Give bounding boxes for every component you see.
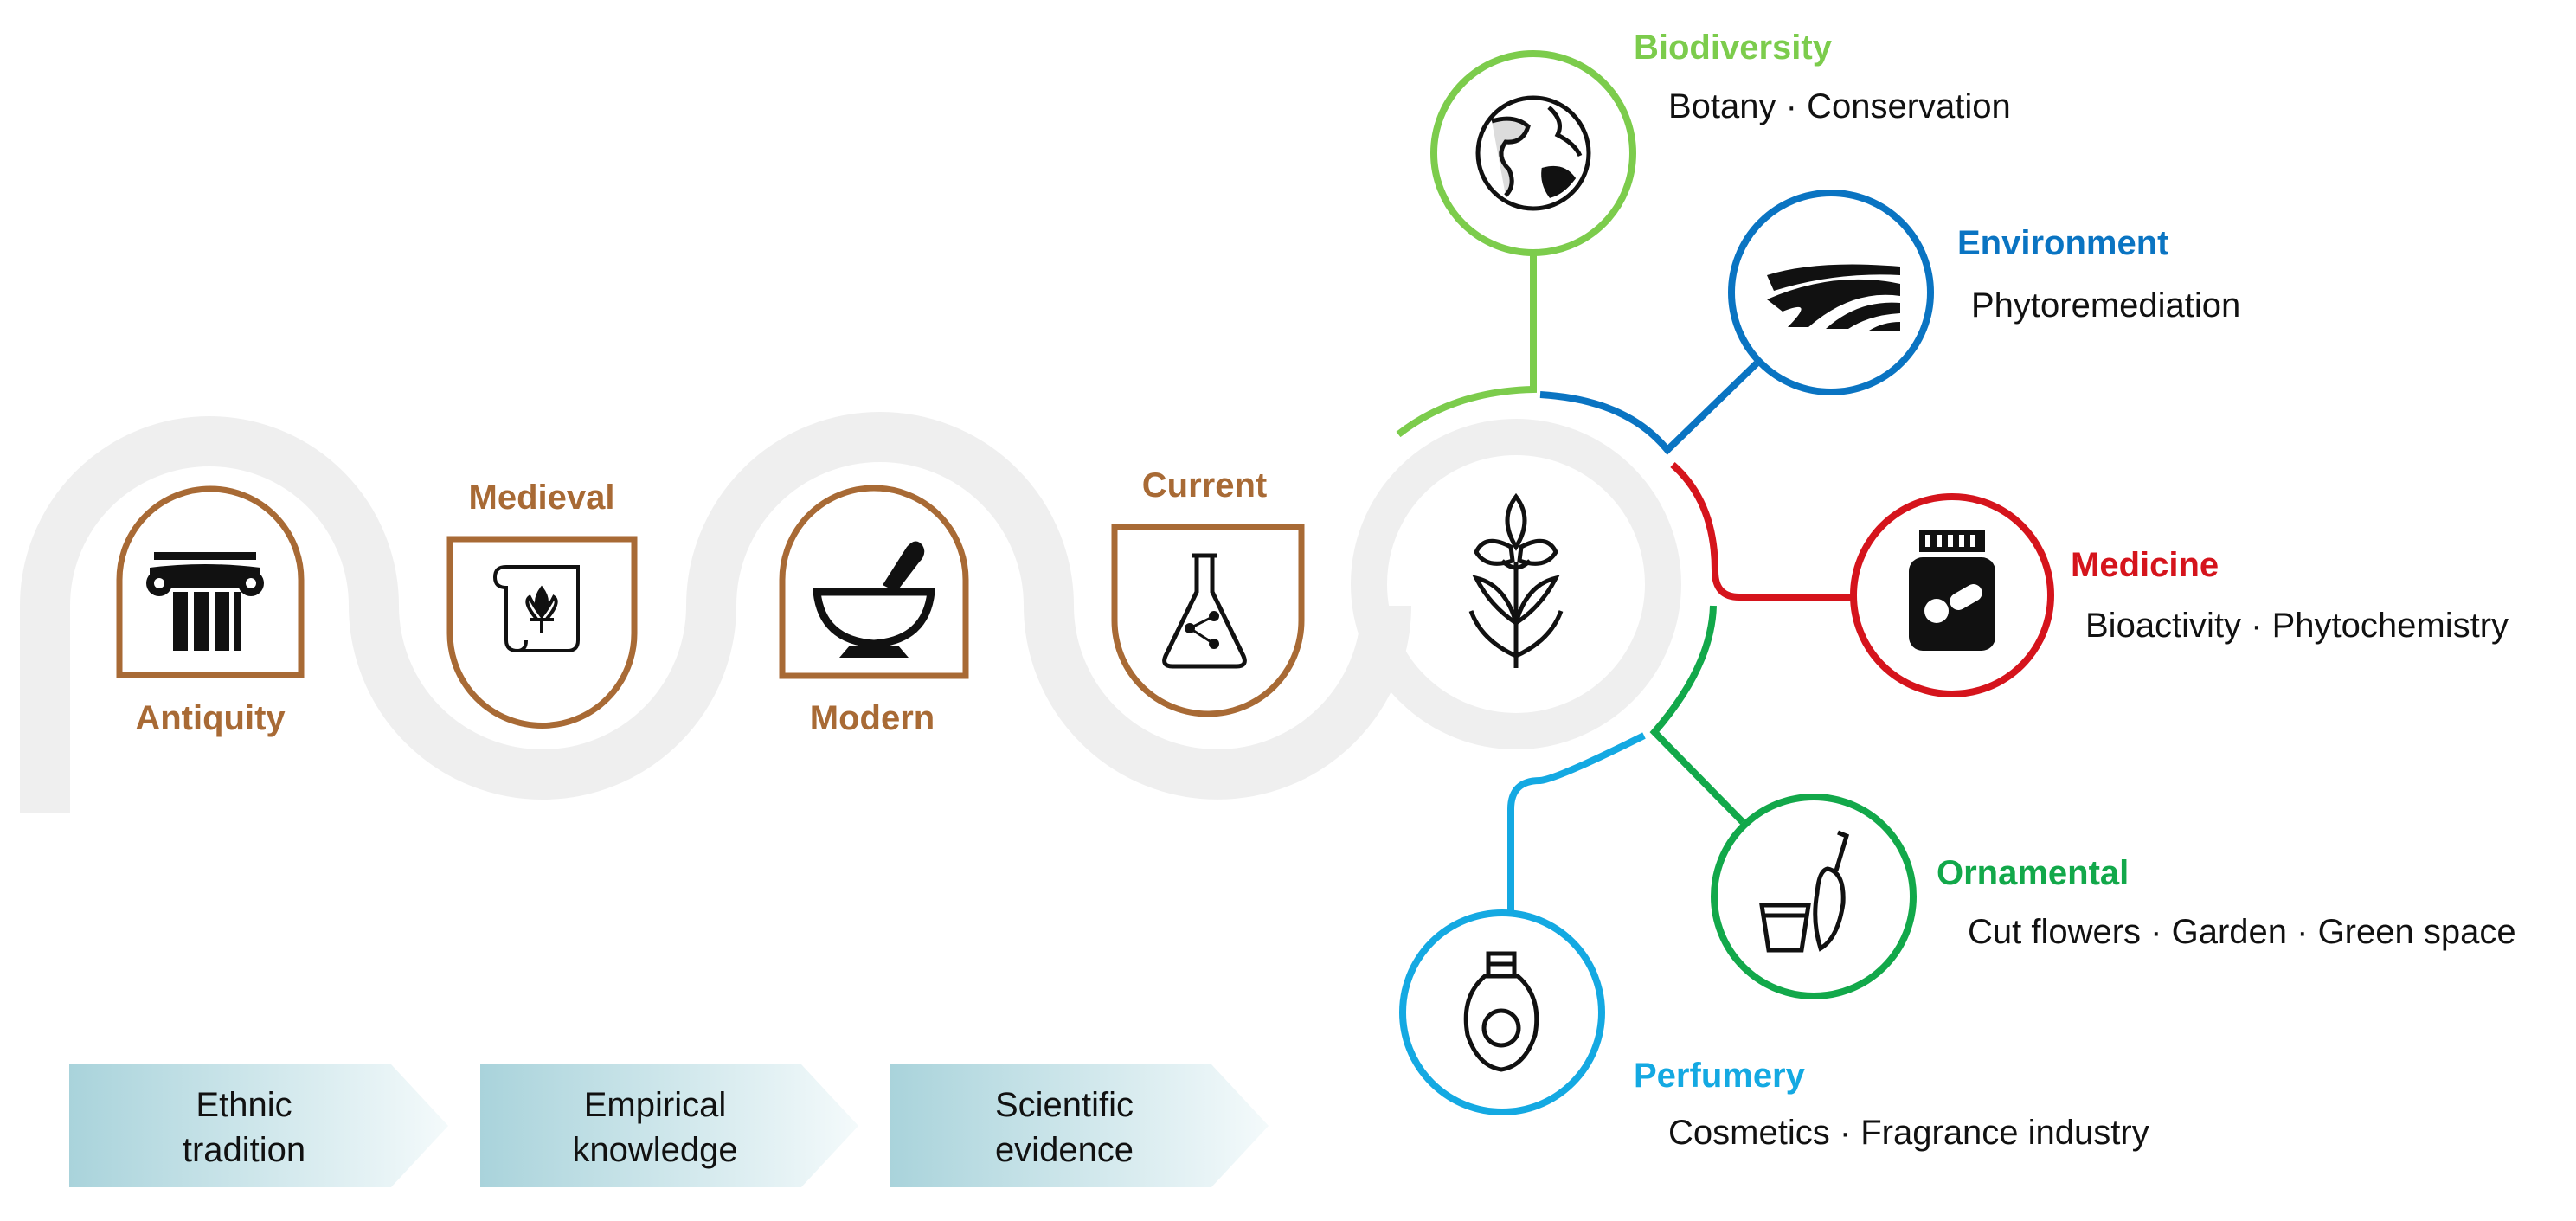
flask-icon [1162,553,1247,669]
environment-title: Environment [1957,224,2168,262]
knowledge-arrow-ethnic: Ethnic tradition [69,1064,448,1187]
era-label-antiquity: Antiquity [135,699,286,737]
connector-ornamental [1649,605,1745,825]
ornamental-circle [1711,794,1917,999]
column-icon [146,552,264,651]
arrow-shape-scientific [890,1064,1269,1187]
app-perfumery: Perfumery Cosmetics · Fragrance industry [1399,909,2149,1152]
mortar-pestle-icon [812,541,936,658]
connector-medicine [1670,461,1852,601]
biodiversity-description: Botany · Conservation [1668,87,2011,125]
perfumery-description: Cosmetics · Fragrance industry [1668,1114,2149,1152]
era-label-modern: Modern [810,699,935,737]
iris-flower-icon [1468,492,1564,668]
connector-perfumery [1507,732,1646,911]
timeline-path [19,412,1411,813]
environment-description: Phytoremediation [1971,286,2240,325]
connector-biodiversity [1396,254,1537,438]
ornamental-title: Ornamental [1937,854,2129,892]
app-environment: Environment Phytoremediation [1728,190,2240,395]
fields-icon [1767,264,1900,331]
era-label-medieval: Medieval [469,479,615,517]
era-current: Current [1111,466,1305,717]
ornamental-description: Cut flowers · Garden · Green space [1968,913,2516,951]
knowledge-arrow-scientific: Scientific evidence [890,1064,1269,1187]
era-modern: Modern [779,485,969,737]
arrow-label-ethnic-line1: Ethnic [196,1086,292,1124]
app-medicine: Medicine Bioactivity · Phytochemistry [1850,493,2509,697]
arrow-label-empirical-line1: Empirical [584,1086,726,1124]
medicine-description: Bioactivity · Phytochemistry [2085,607,2509,645]
medicine-title: Medicine [2071,546,2219,584]
era-antiquity: Antiquity [116,485,305,737]
perfumery-title: Perfumery [1634,1057,1806,1095]
biodiversity-title: Biodiversity [1634,29,1833,67]
arrow-shape-ethnic [69,1064,448,1187]
app-biodiversity: Biodiversity Botany · Conservation [1430,29,2011,256]
app-ornamental: Ornamental Cut flowers · Garden · Green … [1711,794,2516,999]
perfume-bottle-icon [1463,951,1539,1072]
connector-environment [1539,361,1759,455]
arrow-label-empirical-line2: knowledge [572,1131,737,1169]
arrow-label-scientific-line2: evidence [995,1131,1134,1169]
knowledge-arrow-empirical: Empirical knowledge [480,1064,858,1187]
era-label-current: Current [1142,466,1267,504]
biodiversity-circle [1430,50,1636,256]
scroll-fleur-de-lis-icon [492,565,580,653]
globe-icon [1475,95,1591,211]
arrow-shape-empirical [480,1064,858,1187]
era-medieval: Medieval [446,479,638,729]
trowel-pot-icon [1759,830,1850,953]
arrow-label-scientific-line1: Scientific [995,1086,1134,1124]
center-ring [1351,419,1681,749]
pill-bottle-icon [1909,530,1995,651]
arrow-label-ethnic-line2: tradition [183,1131,305,1169]
